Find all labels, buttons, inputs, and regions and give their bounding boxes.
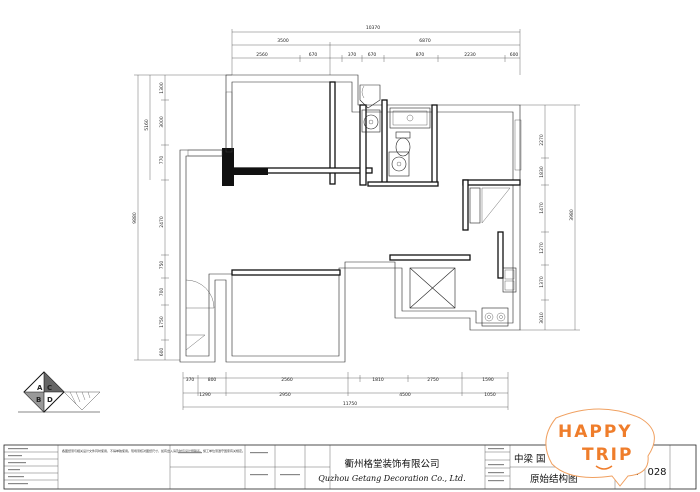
bottom-dimensions: 370 800 2560 1810 2750 1590 1290 2950 45… [182, 372, 509, 410]
dim-left-inner-3: 770 [159, 156, 165, 165]
dim-bottom-upper-2: 800 [208, 377, 217, 383]
dim-top-total: 10370 [366, 25, 380, 31]
dim-left-inner-2: 3000 [159, 116, 165, 128]
dim-right-inner-2: 1830 [539, 166, 545, 178]
dim-right-outer: 3980 [569, 209, 575, 221]
company-name-en: Quzhou Getang Decoration Co., Ltd. [318, 474, 465, 483]
door-arc [185, 279, 215, 309]
dim-left-inner-7: 1750 [159, 316, 165, 328]
title-cell-filler [8, 448, 504, 485]
dim-bottom-total: 11750 [343, 401, 357, 407]
dim-right-inner-4: 1270 [539, 242, 545, 254]
dim-left-inner-4: 2470 [159, 216, 165, 228]
sticker-happy: HAPPY [558, 422, 633, 442]
dim-bottom-upper-1: 370 [186, 377, 195, 383]
dim-left-inner-6: 700 [159, 288, 165, 297]
dim-bottom-upper-4: 1810 [372, 377, 384, 383]
walls [179, 74, 522, 363]
structural-column [222, 148, 234, 186]
washbasin-lower [388, 151, 410, 177]
dim-top-lower-3: 370 [348, 52, 357, 58]
dim-top-lower-5: 870 [416, 52, 425, 58]
dim-top-lower-7: 600 [510, 52, 519, 58]
happy-trip-sticker: HAPPY TRIP [545, 408, 655, 487]
utility-cabinet [469, 187, 481, 224]
sticker-trip: TRIP [582, 445, 633, 465]
dim-bottom-upper-6: 1590 [482, 377, 494, 383]
logo-letter-a: A [37, 384, 43, 392]
dim-bottom-upper-5: 2750 [427, 377, 439, 383]
project-name: 中梁 国 [514, 453, 546, 465]
logo-letter-b: B [36, 396, 41, 404]
dim-right-inner-3: 1470 [539, 202, 545, 214]
dim-bottom-mid-1: 1290 [199, 392, 211, 398]
bathtub [389, 107, 431, 129]
gas-stove [481, 307, 509, 327]
dim-bottom-mid-3: 4500 [399, 392, 411, 398]
dim-left-inner-1: 1300 [159, 82, 165, 94]
dim-right-inner-1: 2270 [539, 134, 545, 146]
dim-top-lower-4: 670 [368, 52, 377, 58]
dim-top-lower-6: 2230 [464, 52, 476, 58]
left-dimensions: 9880 5160 1300 3000 770 2470 750 700 175… [132, 74, 232, 361]
logo-letter-c: C [47, 384, 52, 392]
elevator-shaft [409, 267, 456, 309]
legend-logo: A C B D [18, 371, 101, 413]
logo-letter-d: D [47, 396, 53, 404]
dim-top-lower-2: 670 [309, 52, 318, 58]
sticker-smile [595, 465, 613, 470]
sheet-total: 028 [647, 467, 666, 478]
dim-left-inner-5: 750 [159, 261, 165, 270]
dim-right-inner-5: 1370 [539, 276, 545, 288]
dim-left-mid: 5160 [144, 119, 150, 131]
dim-left-outer: 9880 [132, 212, 138, 224]
dim-top-upper-2: 6870 [419, 38, 431, 44]
dim-bottom-mid-2: 2950 [279, 392, 291, 398]
top-dimensions: 10370 3500 6870 2560 670 370 670 870 223… [231, 25, 521, 75]
legend-notes: 各图纸须与相关设计文件同时使用，不得单独使用。现场须核对图纸尺寸，如有出入请及时… [62, 448, 245, 453]
fixtures [185, 84, 517, 351]
dim-bottom-upper-3: 2560 [281, 377, 293, 383]
dim-top-lower-1: 2560 [256, 52, 268, 58]
shower-corner [359, 84, 381, 109]
washbasin-upper [361, 109, 381, 133]
drawing-title: 原始结构图 [530, 473, 578, 485]
dim-left-inner-8: 600 [159, 348, 165, 357]
company-name-cn: 衢州格堂装饰有限公司 [344, 458, 439, 470]
dim-top-upper-1: 3500 [277, 38, 289, 44]
right-dimensions: 2270 1830 1470 1270 1370 3010 3980 [520, 104, 580, 331]
kitchen-sink [502, 267, 517, 293]
dim-bottom-mid-4: 1050 [484, 392, 496, 398]
dim-right-inner-6: 3010 [539, 312, 545, 324]
toilet [395, 131, 411, 157]
